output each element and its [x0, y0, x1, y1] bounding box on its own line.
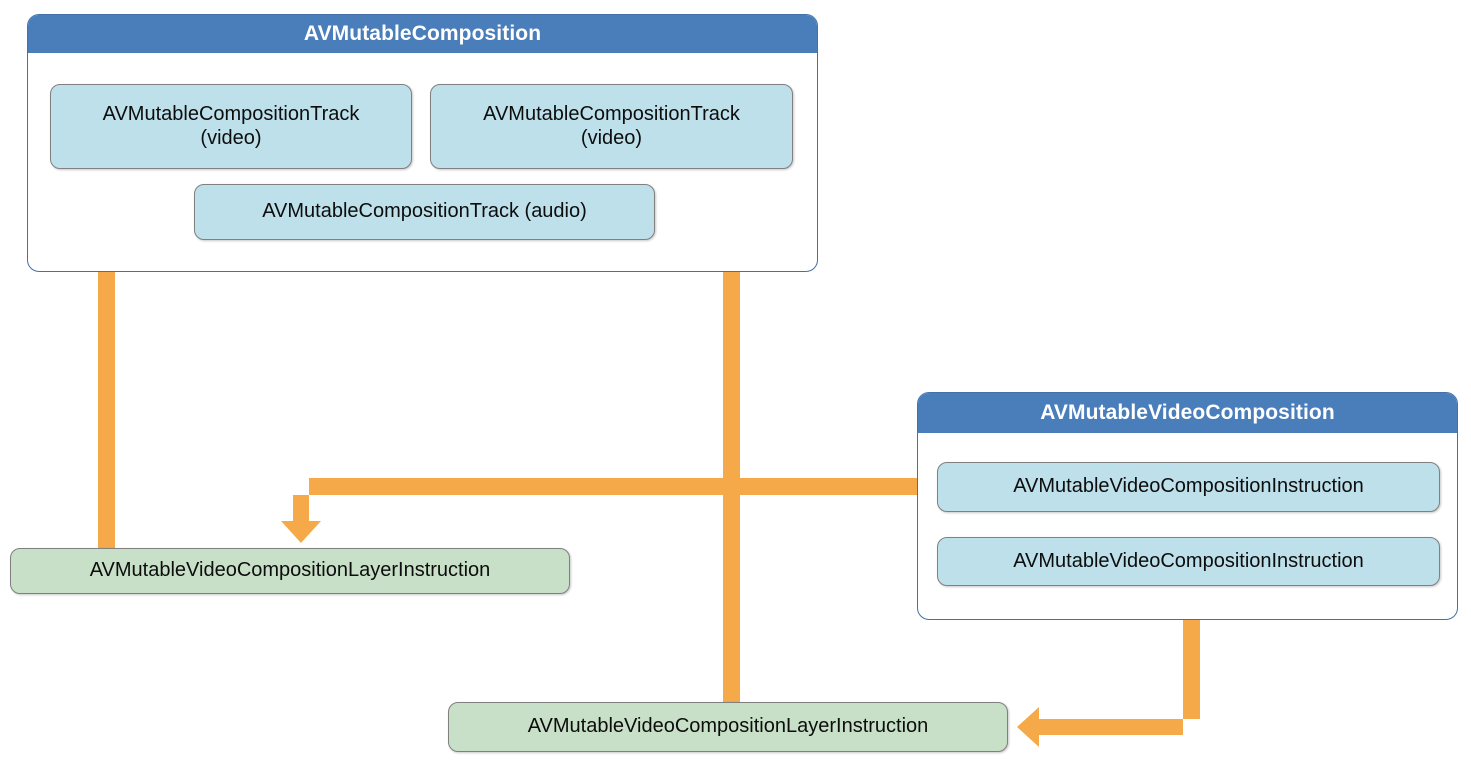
composition-track-video-2[interactable]: AVMutableCompositionTrack (video): [430, 84, 793, 169]
composition-track-video-1-line1: AVMutableCompositionTrack: [102, 102, 360, 125]
composition-track-video-2-line2: (video): [580, 126, 643, 149]
composition-track-video-2-line1: AVMutableCompositionTrack: [483, 102, 740, 125]
video-composition-layer-instruction-1[interactable]: AVMutableVideoCompositionLayerInstructio…: [10, 548, 570, 594]
composition-track-video-1-line2: (video): [200, 126, 262, 149]
avmutablevideocomposition-header: AVMutableVideoComposition: [918, 393, 1457, 433]
video-composition-layer-instruction-2[interactable]: AVMutableVideoCompositionLayerInstructio…: [448, 702, 1008, 752]
arrow-instruction-1-to-layerinstruction-1: [281, 478, 937, 543]
video-composition-instruction-1[interactable]: AVMutableVideoCompositionInstruction: [937, 462, 1440, 512]
composition-track-audio[interactable]: AVMutableCompositionTrack (audio): [194, 184, 655, 240]
video-composition-instruction-2[interactable]: AVMutableVideoCompositionInstruction: [937, 537, 1440, 586]
avmutablecomposition-header: AVMutableComposition: [28, 15, 817, 53]
composition-track-video-1[interactable]: AVMutableCompositionTrack (video): [50, 84, 412, 169]
